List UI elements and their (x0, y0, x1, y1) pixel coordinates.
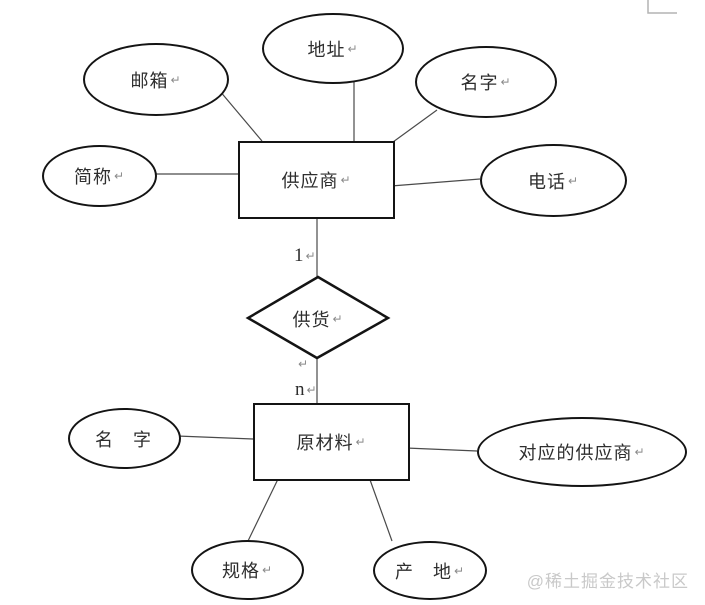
relationship-supply-text: 供货 (292, 310, 331, 330)
return-mark: ↵ (347, 41, 359, 56)
attribute-address-label: 地址 (307, 39, 346, 60)
attribute-specification-label: 规格 (221, 561, 260, 581)
watermark: @稀土掘金技术社区 (526, 572, 689, 591)
relationship-supply-diamond (245, 275, 391, 360)
attribute-specification: 规格↵ (191, 540, 304, 600)
return-mark: ↵ (332, 312, 344, 326)
connector-phone-supplier (390, 178, 481, 187)
cardinality-many-text: n (295, 379, 305, 400)
cardinality-many: n↵ (295, 379, 317, 401)
attribute-origin: 产 地↵ (373, 541, 487, 600)
attribute-phone: 电话↵ (480, 144, 627, 217)
attribute-address: 地址↵ (262, 13, 404, 84)
connector-materialname-material (176, 435, 254, 440)
return-mark: ↵ (306, 383, 317, 397)
return-mark: ↵ (340, 173, 352, 187)
attribute-abbreviation-label: 简称 (73, 167, 112, 187)
attribute-corresponding-supplier: 对应的供应商↵ (477, 417, 687, 487)
return-mark: ↵ (298, 357, 309, 371)
entity-supplier: 供应商↵ (238, 141, 395, 219)
return-mark: ↵ (567, 173, 580, 188)
return-mark: ↵ (500, 75, 512, 89)
return-mark: ↵ (453, 563, 466, 578)
connector-material-specification (247, 476, 280, 542)
attribute-phone-label: 电话 (527, 171, 566, 192)
relationship-supply-label: 供货↵ (268, 306, 368, 332)
connector-email-supplier (218, 89, 263, 142)
cardinality-one-text: 1 (294, 245, 304, 266)
return-mark: ↵ (261, 563, 274, 577)
attribute-name: 名字↵ (415, 46, 557, 118)
return-mark: ↵ (113, 169, 126, 183)
attribute-origin-label: 产 地 (394, 561, 452, 582)
connector-name-supplier (392, 109, 438, 143)
connector-material-correspondingsupplier (405, 447, 478, 452)
attribute-abbreviation: 简称↵ (42, 145, 157, 207)
attribute-email-label: 邮箱 (130, 70, 169, 91)
attribute-email: 邮箱↵ (83, 43, 229, 116)
attribute-name-label: 名字 (460, 73, 499, 93)
connector-material-origin (368, 476, 393, 542)
return-mark: ↵ (305, 249, 316, 263)
return-mark: ↵ (634, 445, 646, 459)
attribute-material-name: 名 字 (68, 408, 181, 469)
attribute-material-name-label: 名 字 (95, 429, 152, 450)
return-mark: ↵ (355, 435, 367, 449)
entity-supplier-label: 供应商 (281, 171, 339, 191)
return-mark: ↵ (170, 72, 182, 87)
stray-return-mark: ↵ (296, 358, 308, 370)
entity-material: 原材料↵ (253, 403, 410, 481)
corner-crop-mark (647, 0, 677, 14)
entity-material-label: 原材料 (296, 433, 354, 453)
cardinality-one: 1↵ (294, 245, 316, 267)
attribute-corresponding-supplier-label: 对应的供应商 (518, 443, 633, 463)
